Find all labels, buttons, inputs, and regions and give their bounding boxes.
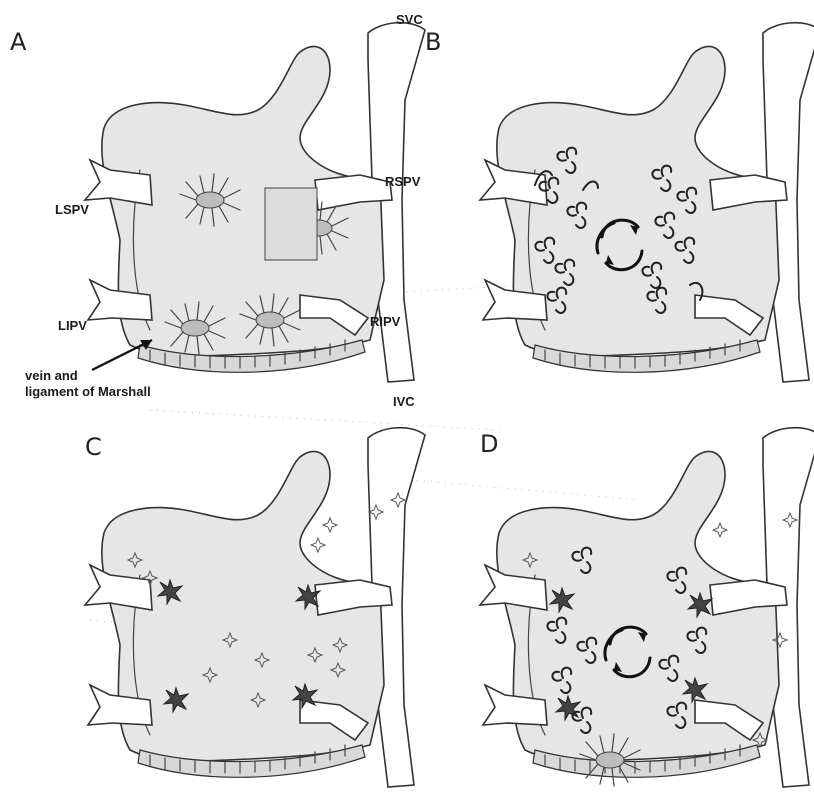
panel-d: D [480,428,814,787]
panel-c-letter: C [85,433,102,461]
spark [713,523,727,537]
panel-b-letter: B [425,28,441,56]
panel-c: C [85,428,425,787]
panel-a: A SVC RSPV LSPV LIPV RIPV IVC vein and l… [10,12,425,409]
atrium-c [85,428,425,787]
panel-b: B [425,23,814,382]
label-svc: SVC [396,12,423,27]
posterior-wall-region [265,188,317,260]
atrium-d [480,428,814,787]
spark [311,538,325,552]
label-rspv: RSPV [385,174,421,189]
atrium-b [480,23,814,382]
panel-a-letter: A [10,28,27,56]
label-lspv: LSPV [55,202,89,217]
spark [323,518,337,532]
label-marshall-line2: ligament of Marshall [25,384,151,399]
label-lipv: LIPV [58,318,87,333]
label-ripv: RIPV [370,314,401,329]
label-marshall-line1: vein and [25,368,78,383]
label-ivc: IVC [393,394,415,409]
panel-d-letter: D [480,430,498,458]
